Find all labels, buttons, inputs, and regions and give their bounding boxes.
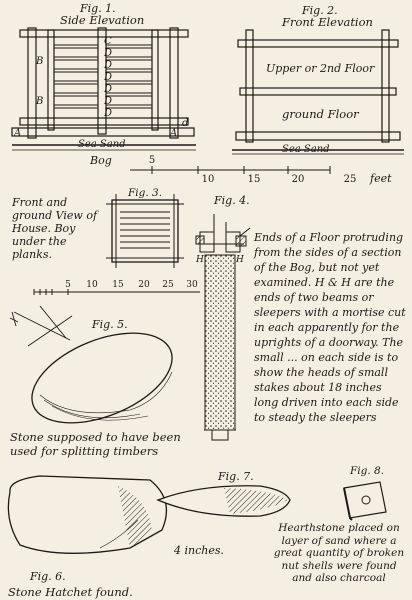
fig7-pointed-stone — [156, 485, 291, 517]
scale-top-tick-15: 15 — [248, 174, 261, 185]
fig1-labels: Fig. 1. Side Elevation A A B B C D D D D… — [13, 2, 188, 167]
fig1-letter-small-d: d — [182, 118, 188, 129]
fig3-number: Fig. 3. — [127, 187, 162, 199]
fig4-letter-h-left: H — [195, 255, 204, 265]
fig6-number: Fig. 6. — [29, 570, 66, 583]
scale-top-unit: feet — [369, 172, 392, 185]
fig2-number: Fig. 2. — [301, 4, 338, 17]
scale-bar-mid — [33, 289, 200, 295]
fig4-letter-h-right: H — [235, 255, 244, 265]
compass-cross-marks — [9, 305, 73, 347]
fig1-number: Fig. 1. — [79, 2, 116, 15]
fig5-splitting-stone — [31, 332, 173, 424]
scale-mid-tick-15: 15 — [112, 280, 124, 290]
fig7-number: Fig. 7. — [217, 470, 254, 483]
fig6-stone-hatchet — [7, 475, 168, 554]
scale-mid-tick-10: 10 — [86, 280, 98, 290]
fig7-size-label: 4 inches. — [173, 544, 224, 557]
scale-top-tick-20: 20 — [292, 174, 305, 185]
fig4-number: Fig. 4. — [213, 194, 250, 207]
fig8-number: Fig. 8. — [349, 465, 384, 477]
fig1-letter-a-right: A — [169, 128, 177, 139]
fig2-sand-label: Sea Sand — [282, 144, 330, 155]
fig1-letter-d4: D — [103, 84, 112, 95]
fig2-title: Front Elevation — [281, 15, 373, 29]
fig2-ground-label: ground Floor — [282, 107, 360, 121]
fig8-caption: Hearthstone placed on layer of sand wher… — [273, 522, 405, 584]
fig1-title: Side Elevation — [60, 13, 144, 27]
fig8-hearthstone — [343, 481, 387, 521]
fig1-letter-d6: D — [103, 108, 112, 119]
fig5-number: Fig. 5. — [91, 318, 128, 331]
fig1-letter-d5: D — [103, 96, 112, 107]
scale-mid-tick-5: 5 — [65, 280, 71, 290]
scale-mid-tick-25: 25 — [162, 280, 174, 290]
scale-mid-tick-30: 30 — [186, 280, 198, 290]
fig1-letter-d2: D — [103, 60, 112, 71]
fig1-letter-b-lower: B — [35, 96, 43, 107]
fig5-caption: Stone supposed to have been used for spl… — [10, 430, 181, 458]
fig2-front-elevation — [232, 29, 404, 155]
scale-top-tick-5: 5 — [149, 155, 155, 166]
scale-mid-tick-20: 20 — [138, 280, 150, 290]
fig1-bog-label: Bog — [89, 154, 112, 167]
fig1-letter-a-left: A — [13, 128, 21, 139]
fig1-side-elevation — [11, 27, 196, 151]
scale-top-tick-25: 25 — [344, 174, 357, 185]
fig6-caption: Stone Hatchet found. — [8, 585, 133, 599]
fig1-letter-d3: D — [103, 72, 112, 83]
scale-bar-top — [130, 166, 331, 174]
fig1-letter-d1: D — [103, 48, 112, 59]
fig1-letter-b-upper: B — [35, 56, 43, 67]
fig4-note: Ends of a Floor protruding from the side… — [254, 231, 406, 424]
fig2-upper-label: Upper or 2nd Floor — [266, 62, 375, 75]
fig1-sand-label: Sea Sand — [78, 139, 126, 150]
scale-top-tick-10: 10 — [202, 174, 215, 185]
fig1-letter-c: C — [104, 36, 112, 47]
fig3-floor-planks — [106, 194, 184, 268]
front-view-note: Front and ground View of House. Boy unde… — [12, 196, 98, 261]
fig4-bog-section — [195, 214, 251, 441]
